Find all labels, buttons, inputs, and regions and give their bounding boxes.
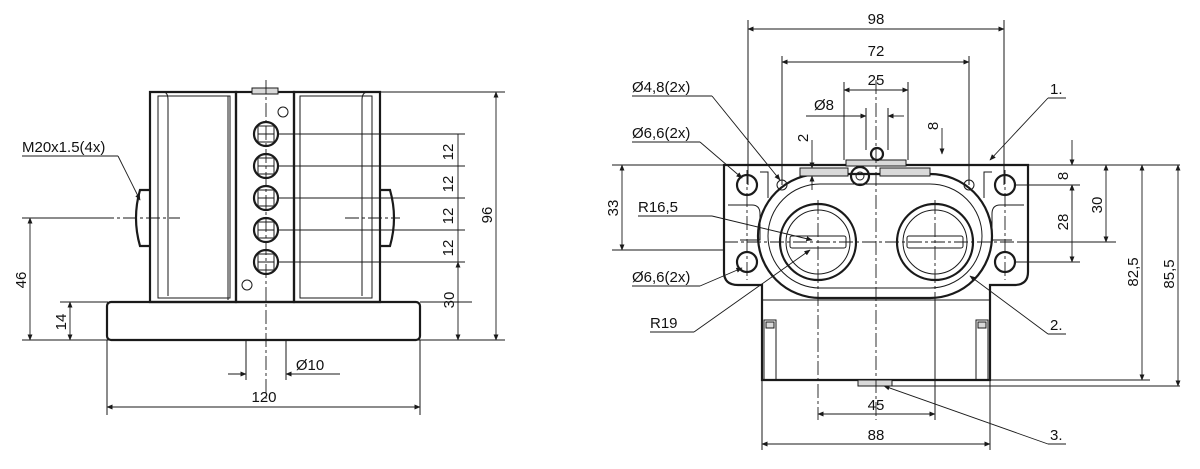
pitch-dim-1: 12 <box>440 144 457 161</box>
pitch-dim-3: 12 <box>440 208 457 225</box>
dim-85-5: 85,5 <box>1161 259 1178 288</box>
dim-98: 98 <box>868 11 885 28</box>
callout-2: 2. <box>1050 317 1063 334</box>
dim-82-5: 82,5 <box>1125 257 1142 286</box>
axis-dim-46: 46 <box>13 272 30 289</box>
label-hole-48: Ø4,8(2x) <box>632 79 690 96</box>
thread-label: M20x1.5(4x) <box>22 139 105 156</box>
dim-45: 45 <box>868 397 885 414</box>
callout-1: 1. <box>1050 81 1063 98</box>
right-housing <box>292 90 382 304</box>
dim-72: 72 <box>868 43 885 60</box>
hole-dim-10: Ø10 <box>296 357 324 374</box>
left-housing <box>148 90 238 304</box>
base-dim-30: 30 <box>441 292 458 309</box>
label-hole-66-top: Ø6,6(2x) <box>632 125 690 142</box>
front-view: 98 72 25 Ø8 2 8 Ø4,8(2x) Ø6,6(2x) R16,5 … <box>605 11 1181 450</box>
dim-88: 88 <box>868 427 885 444</box>
base-plate <box>105 300 422 342</box>
label-radius-165: R16,5 <box>638 199 678 216</box>
pitch-dim-2: 12 <box>440 176 457 193</box>
dim-diam-8: Ø8 <box>814 97 834 114</box>
label-hole-66-bottom: Ø6,6(2x) <box>632 269 690 286</box>
dim-28: 28 <box>1055 214 1072 231</box>
dim-30: 30 <box>1089 197 1106 214</box>
dim-33: 33 <box>605 200 622 217</box>
height-dim-96: 96 <box>479 207 496 224</box>
dim-25: 25 <box>868 72 885 89</box>
dim-2: 2 <box>795 134 812 142</box>
flange-dim-14: 14 <box>53 314 70 331</box>
label-radius-19: R19 <box>650 315 678 332</box>
dim-8-right: 8 <box>1055 172 1072 180</box>
side-view: 96 30 12 12 12 12 46 14 120 Ø10 M20x1.5( <box>13 80 505 415</box>
width-dim-120: 120 <box>251 389 276 406</box>
pitch-dim-4: 12 <box>440 240 457 257</box>
dim-8-top: 8 <box>925 122 942 130</box>
callout-3: 3. <box>1050 427 1063 444</box>
